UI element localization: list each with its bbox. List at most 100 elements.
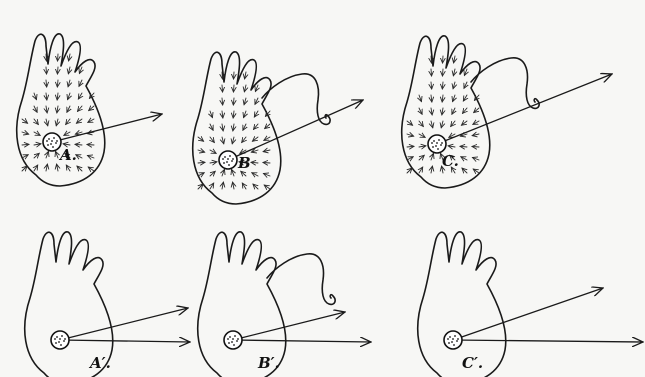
- panel-label-b: B: [237, 154, 251, 172]
- force-arrow: [89, 106, 94, 111]
- nucleus-granule: [236, 340, 238, 342]
- force-arrow: [46, 151, 48, 158]
- force-arrow: [254, 111, 258, 117]
- panel-label-b2: B′.: [257, 354, 280, 372]
- force-arrow: [46, 67, 47, 74]
- force-arrow: [242, 137, 246, 143]
- force-arrow: [452, 108, 455, 114]
- force-arrow: [454, 56, 455, 63]
- force-arrow: [68, 93, 70, 100]
- force-arrow: [460, 146, 467, 147]
- force-arrow: [453, 95, 455, 102]
- force-arrow: [263, 174, 270, 176]
- force-arrow: [254, 124, 258, 129]
- force-arrow: [463, 95, 467, 101]
- force-arrow: [57, 106, 58, 113]
- force-arrow: [251, 150, 258, 152]
- force-arrow: [88, 167, 94, 171]
- pseudopod: [262, 74, 330, 125]
- cell-panel-b: [193, 52, 363, 204]
- nucleus-granule: [433, 140, 435, 142]
- pseudopod: [267, 254, 335, 305]
- nucleus-granule: [56, 140, 58, 142]
- direction-arrow: [52, 114, 162, 142]
- cell-panel-b2: [198, 232, 371, 377]
- nucleus-granule: [64, 338, 66, 340]
- force-arrow: [407, 121, 413, 125]
- nucleus-granule: [59, 338, 61, 340]
- nucleus-granule: [63, 340, 65, 342]
- force-arrow: [431, 121, 433, 128]
- nucleus-granule: [436, 142, 438, 144]
- nucleus-granule: [431, 142, 433, 144]
- force-arrow: [77, 166, 82, 171]
- force-arrow: [453, 82, 455, 89]
- nucleus: [219, 151, 237, 169]
- direction-arrow: [60, 340, 190, 342]
- force-arrow: [233, 98, 234, 105]
- force-arrow: [431, 82, 432, 89]
- panel-label-c2: C′.: [462, 354, 483, 372]
- force-arrow: [461, 121, 467, 125]
- force-arrow: [64, 132, 70, 135]
- force-arrow: [222, 124, 223, 131]
- force-arrow: [57, 67, 58, 74]
- force-arrow: [222, 137, 224, 144]
- force-arrow: [66, 165, 70, 171]
- force-arrow: [245, 72, 246, 79]
- force-arrow: [22, 119, 28, 123]
- force-arrow: [232, 169, 234, 176]
- force-arrow: [75, 144, 82, 145]
- force-arrow: [419, 155, 424, 160]
- force-arrow: [442, 82, 443, 89]
- force-arrow: [242, 183, 246, 189]
- nucleus-granule: [47, 144, 49, 146]
- force-arrow: [222, 111, 223, 118]
- nucleus-granule: [447, 338, 449, 340]
- force-arrow: [57, 164, 58, 171]
- force-arrow: [46, 93, 47, 100]
- force-arrow: [22, 132, 29, 134]
- nucleus-granule: [58, 341, 60, 343]
- cell-panel-a: [17, 34, 162, 186]
- nucleus: [224, 331, 242, 349]
- nucleus-granule: [231, 160, 233, 162]
- force-arrow: [198, 150, 205, 152]
- force-arrow: [75, 132, 82, 134]
- direction-arrow: [60, 308, 188, 340]
- direction-arrow: [233, 340, 371, 342]
- force-arrow: [46, 164, 47, 171]
- direction-arrow: [453, 340, 643, 342]
- nucleus-granule: [223, 162, 225, 164]
- force-arrow: [252, 173, 258, 176]
- force-arrow: [198, 184, 203, 189]
- force-arrow: [472, 134, 479, 136]
- force-arrow: [431, 108, 432, 115]
- force-arrow: [244, 98, 246, 105]
- force-arrow: [63, 144, 70, 145]
- nucleus-granule: [50, 143, 52, 145]
- force-arrow: [251, 162, 258, 163]
- force-arrow: [472, 158, 479, 160]
- nucleus-granule: [222, 158, 224, 160]
- force-arrow: [79, 67, 82, 73]
- force-arrow: [232, 137, 234, 144]
- force-arrow: [198, 173, 204, 176]
- nucleus-granule: [61, 335, 63, 337]
- nucleus-granule: [229, 155, 231, 157]
- nucleus-granule: [228, 164, 230, 166]
- force-arrow: [407, 157, 413, 160]
- force-arrow: [442, 95, 443, 102]
- nucleus-granule: [55, 342, 57, 344]
- panel-label-a2: A′.: [88, 354, 111, 372]
- nucleus-granule: [54, 338, 56, 340]
- force-arrow: [34, 153, 39, 158]
- force-arrow: [222, 182, 223, 189]
- force-arrow: [453, 69, 455, 76]
- force-arrow: [464, 82, 467, 88]
- panel-label-a: A.: [58, 146, 77, 164]
- force-arrow: [67, 106, 70, 112]
- force-arrow: [78, 106, 82, 111]
- nucleus-granule: [441, 142, 443, 144]
- nucleus-granule: [52, 146, 54, 148]
